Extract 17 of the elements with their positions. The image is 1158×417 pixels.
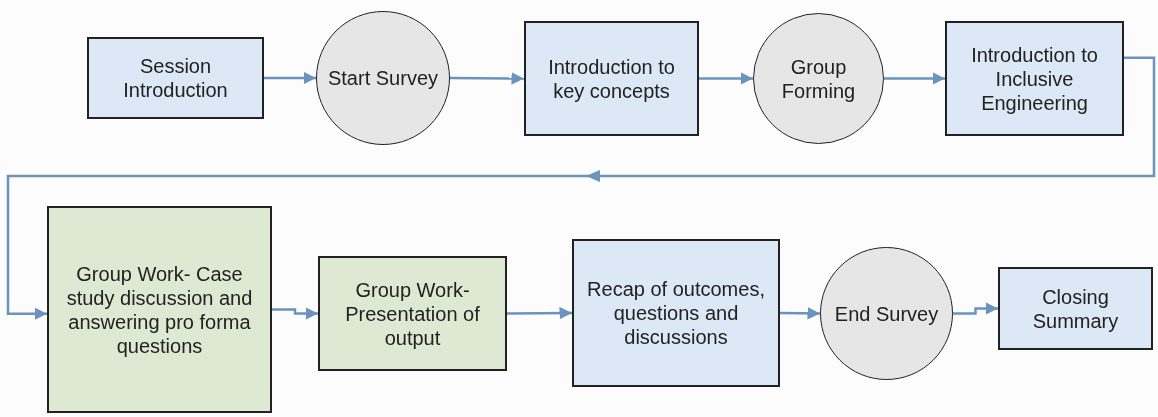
node-label: Group Work- Presentation of output — [344, 277, 481, 350]
node-label: Introduction to Inclusive Engineering — [970, 42, 1099, 115]
process-box — [87, 37, 264, 119]
node-label: Group Forming — [780, 54, 857, 103]
node-label: Introduction to key concepts — [547, 54, 676, 103]
process-box — [998, 267, 1153, 350]
node-label: End Survey — [833, 301, 940, 326]
process-box — [318, 256, 507, 371]
process-box — [572, 239, 780, 387]
node-label: Start Survey — [326, 66, 439, 90]
node-label: Session Introduction — [122, 54, 229, 102]
process-box — [945, 21, 1124, 136]
process-box — [524, 21, 699, 136]
node-label: Group Work- Case study discussion and answering pro forma questions — [65, 261, 254, 358]
node-label: Closing Summary — [1031, 284, 1120, 333]
node-label: Recap of outcomes, questions and discussions — [586, 277, 766, 349]
process-box — [47, 206, 272, 413]
